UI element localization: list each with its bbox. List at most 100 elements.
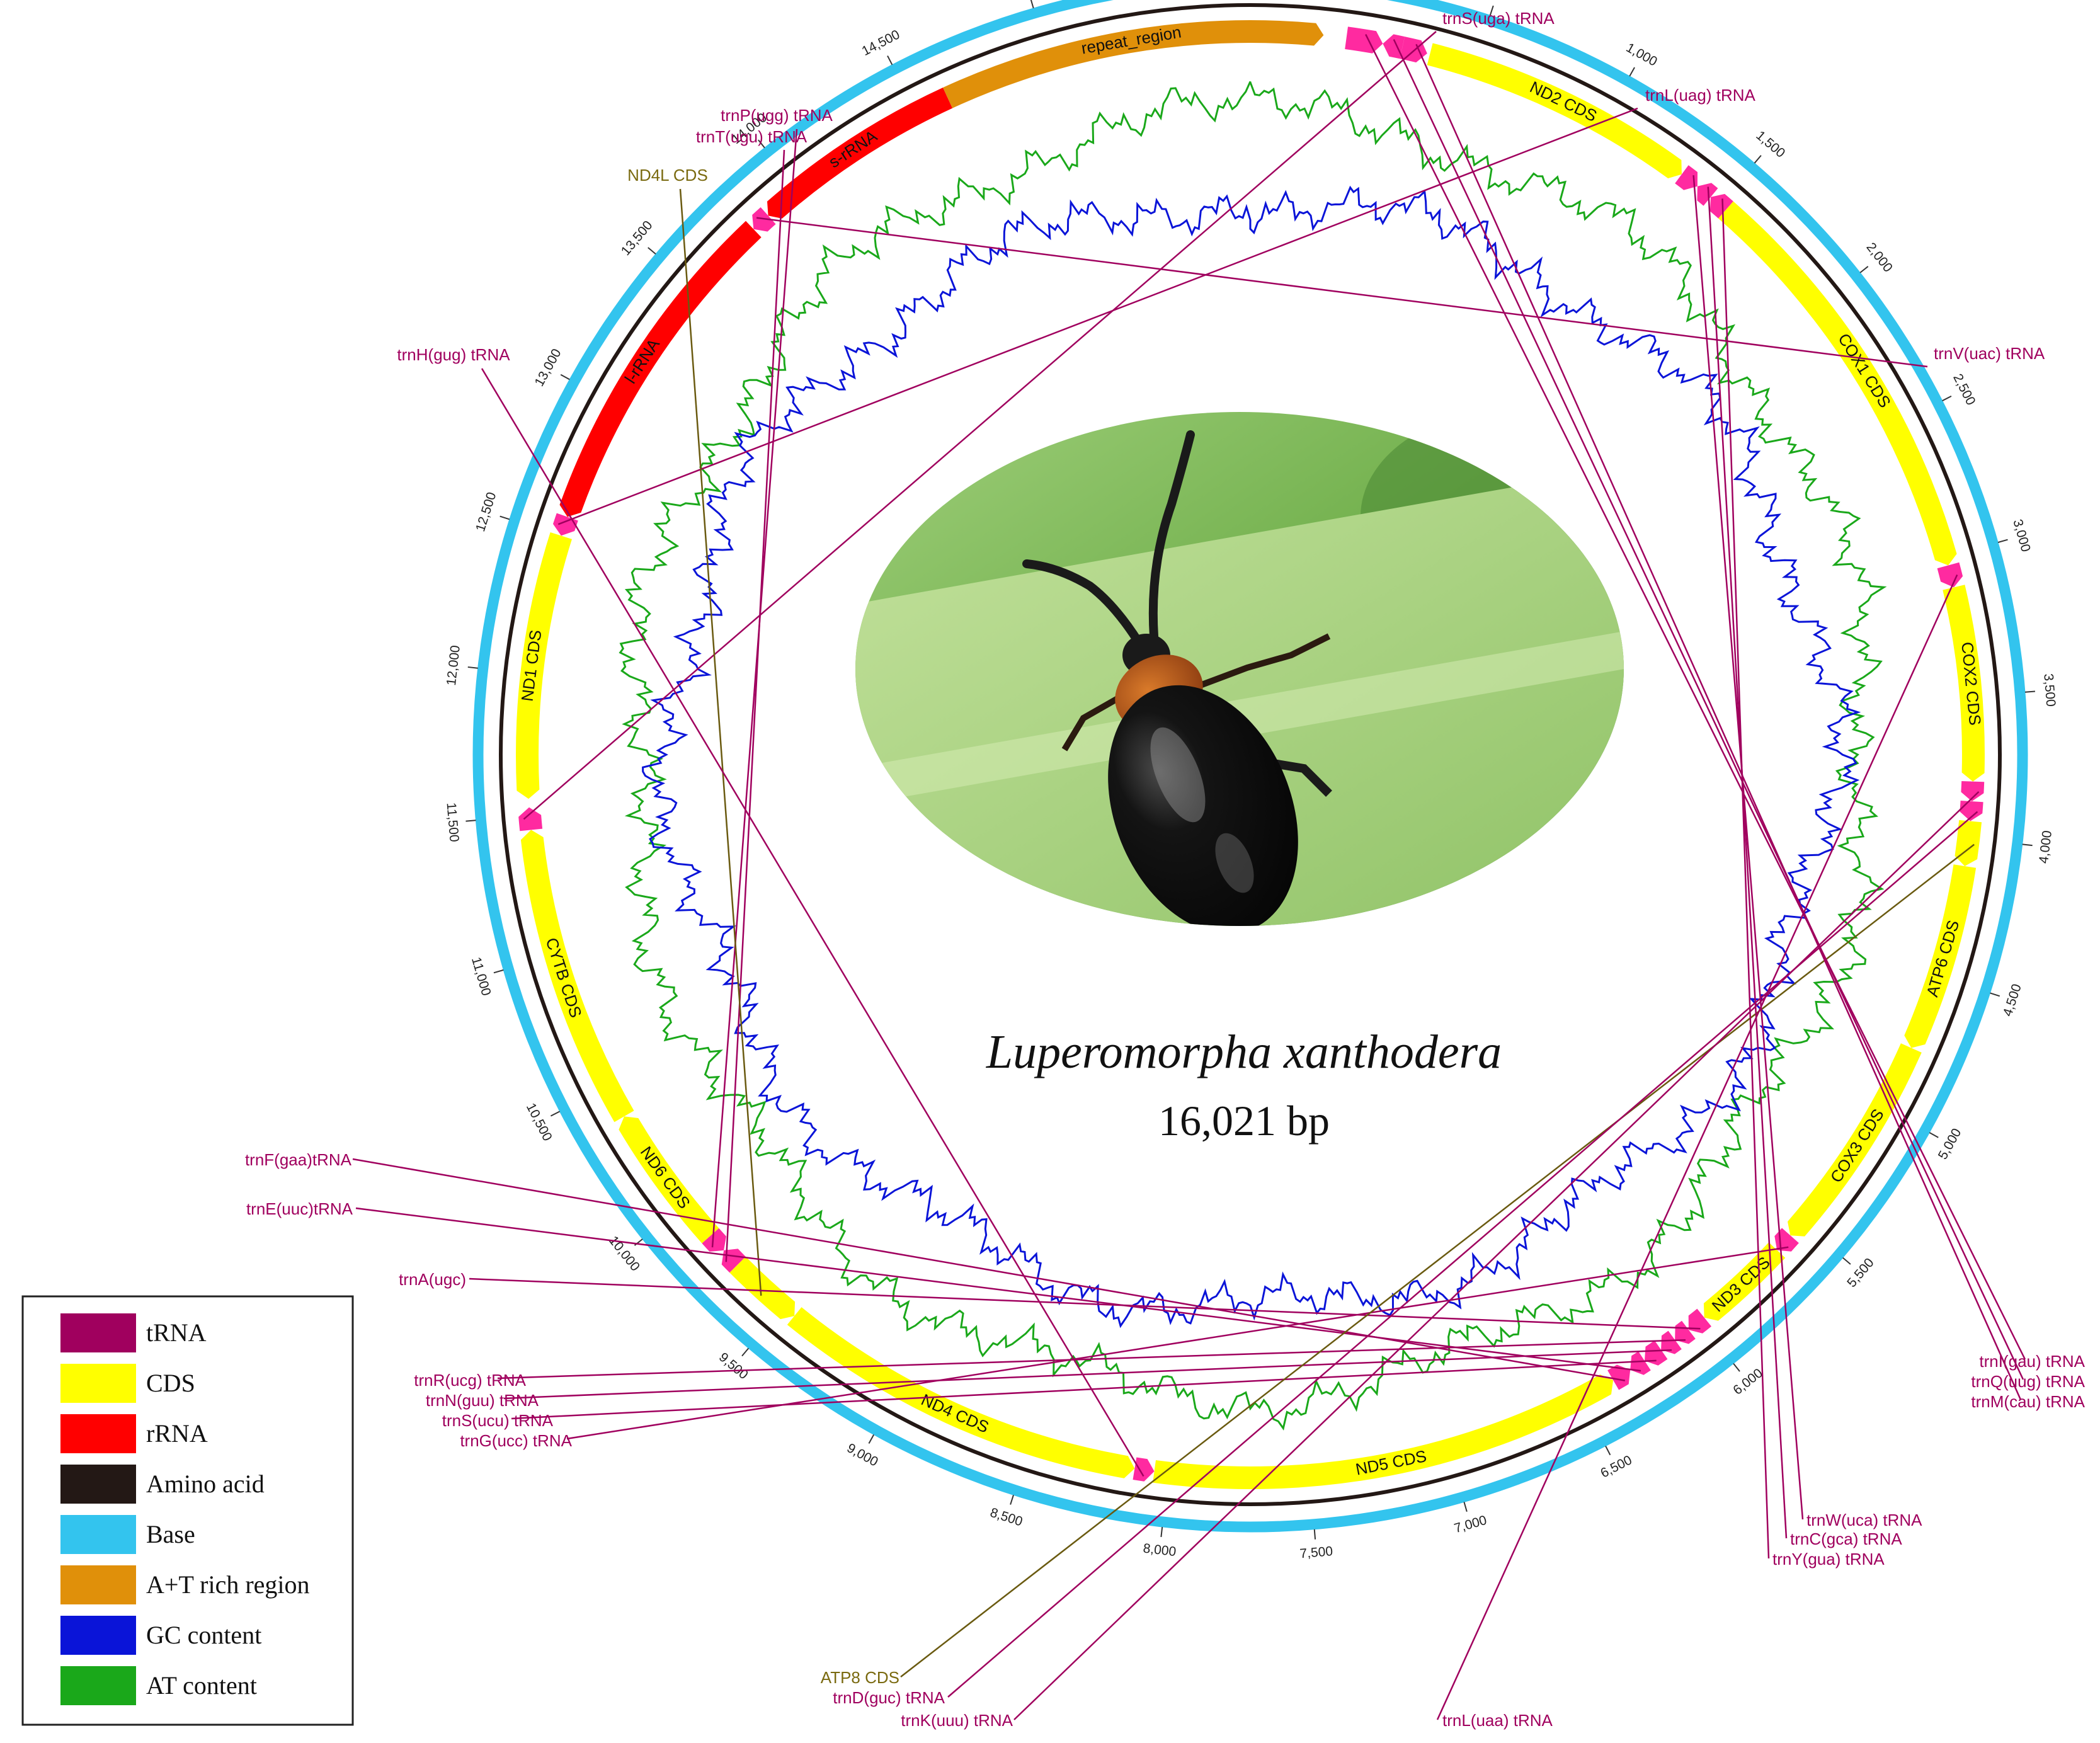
callout-label: ND4L CDS [627, 166, 708, 185]
nd1-feature [515, 532, 572, 799]
callout-label: trnN(guu) tRNA [426, 1391, 539, 1410]
trnP-feature [702, 1228, 726, 1252]
tick-mark [493, 969, 504, 974]
base-ring [472, 0, 2028, 1533]
callout-label: trnI(gau) tRNA [1979, 1352, 2085, 1371]
legend-swatch [60, 1616, 136, 1655]
species-title: Luperomorpha xanthodera [986, 1026, 1502, 1078]
callout-line [679, 188, 762, 1296]
genome-size: 16,021 bp [1158, 1097, 1330, 1145]
tick-mark [1997, 539, 2008, 543]
cox1-feature [1718, 201, 1957, 566]
legend-swatch [60, 1414, 136, 1453]
tick-mark [1030, 0, 1034, 9]
tick-label: 11,500 [443, 802, 461, 842]
tick-label: 5,500 [1844, 1255, 1877, 1290]
callout-label: trnL(uaa) tRNA [1442, 1711, 1553, 1730]
callout-line [756, 217, 1928, 368]
tick-mark [1859, 266, 1869, 273]
beetle-photo [855, 412, 1624, 926]
callout-label: trnF(gaa)tRNA [245, 1150, 352, 1169]
tick-label: 4,500 [2000, 982, 2024, 1018]
tick-label: 2,000 [1863, 240, 1895, 275]
tick-mark [499, 515, 510, 520]
callout-label: trnS(uga) tRNA [1442, 9, 1555, 28]
callout-line [1692, 175, 1804, 1520]
callout-label: trnY(gua) tRNA [1772, 1550, 1885, 1569]
tick-label: 6,500 [1598, 1453, 1634, 1480]
callout-label: trnH(gug) tRNA [397, 345, 510, 364]
callout-label: trnW(uca) tRNA [1806, 1511, 1922, 1529]
cds-label-9: CYTB CDS [542, 935, 586, 1020]
tick-mark [465, 820, 476, 822]
tick-mark [1990, 992, 2000, 997]
callout-label: trnR(ucg) tRNA [414, 1371, 526, 1390]
tick-mark [1010, 1495, 1014, 1505]
tick-mark [1160, 1526, 1163, 1538]
nd4-feature [787, 1307, 1135, 1478]
tick-label: 12,500 [473, 491, 499, 534]
trnR-feature [1675, 1320, 1696, 1344]
callout-label: trnG(ucc) tRNA [460, 1431, 572, 1450]
callout-line [352, 1158, 1626, 1381]
legend-box [21, 1295, 354, 1726]
tick-label: 1,000 [1624, 40, 1660, 69]
callout-line [503, 1349, 1672, 1400]
trnL-uaa-feature [1937, 562, 1963, 588]
at-content-trace [619, 81, 1887, 1431]
callout-line [725, 149, 785, 1262]
tick-mark [758, 139, 765, 149]
tick-label: 13,500 [619, 218, 656, 258]
tick-label: 2,500 [1950, 372, 1978, 408]
callout-label: trnV(uac) tRNA [1934, 344, 2045, 363]
trnH-feature [1133, 1457, 1155, 1482]
tick-label: 7,000 [1452, 1513, 1488, 1536]
tick-label: 9,500 [716, 1350, 751, 1382]
tick-mark [2022, 843, 2033, 847]
callout-line [566, 1246, 1789, 1440]
cds-label-5: ND3 CDS [1708, 1253, 1774, 1316]
legend-swatch [60, 1515, 136, 1554]
legend-label: Base [146, 1520, 195, 1548]
callout-line [1436, 574, 1958, 1720]
cox2-feature [1943, 585, 1985, 782]
trnE-feature [1630, 1351, 1651, 1375]
nd3-feature [1703, 1242, 1786, 1321]
nd2-feature [1427, 43, 1682, 179]
s-rrna-feature [767, 88, 953, 219]
tick-label: 10,000 [606, 1233, 642, 1274]
callout-line [511, 1359, 1657, 1420]
cds-label-4: COX3 CDS [1827, 1106, 1888, 1186]
trnC-feature [1697, 183, 1718, 206]
tick-label: 11,000 [469, 956, 493, 998]
callout-label: trnM(cau) tRNA [1971, 1392, 2085, 1411]
callout-line [1415, 43, 2022, 1400]
tick-label: 7,500 [1299, 1544, 1333, 1561]
gc-content-trace [642, 185, 1861, 1329]
atp6-feature [1904, 864, 1977, 1048]
legend-label: A+T rich region [146, 1570, 310, 1599]
trnK-feature [1961, 781, 1985, 802]
tick-label: 9,000 [845, 1441, 881, 1470]
nd5-feature [1153, 1374, 1614, 1490]
callout-line [469, 1277, 1701, 1330]
trnS-ucu-feature [1645, 1340, 1668, 1366]
trnA-feature [1688, 1308, 1711, 1334]
tick-label: 8,000 [1143, 1541, 1177, 1559]
tick-mark [1605, 1446, 1611, 1456]
tick-mark [1929, 1132, 1939, 1138]
tick-mark [1629, 67, 1635, 77]
callout-line [1707, 186, 1788, 1539]
content-traces [619, 81, 1887, 1431]
legend-label: Amino acid [146, 1470, 265, 1498]
tick-label: 6,000 [1730, 1366, 1765, 1398]
trnI-feature [1345, 26, 1383, 54]
callout-label: trnC(gca) tRNA [1790, 1529, 1902, 1548]
callout-line [1365, 34, 2026, 1360]
tick-mark [1733, 1363, 1740, 1372]
tick-mark [2024, 690, 2036, 693]
callout-line [523, 31, 1437, 820]
